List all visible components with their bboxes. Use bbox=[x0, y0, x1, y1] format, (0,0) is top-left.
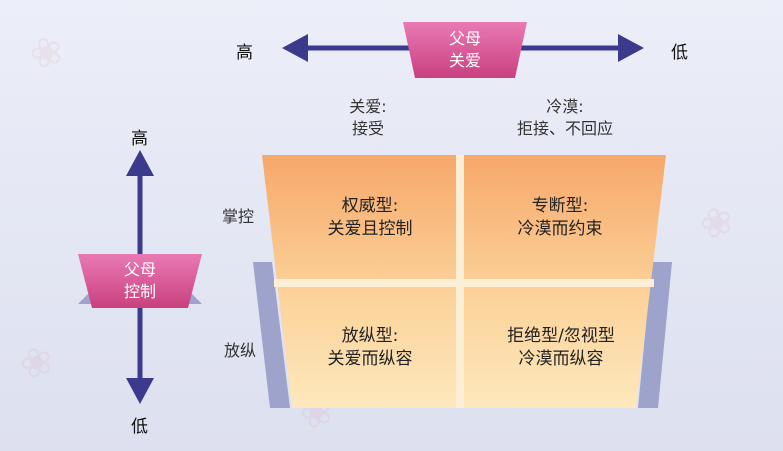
quadrant-permissive: 放纵型: 关爱而纵容 bbox=[290, 310, 450, 386]
care-tag-shape bbox=[403, 22, 527, 78]
control-tag-line2: 控制 bbox=[123, 282, 156, 301]
row-label-indulge: 放纵 bbox=[223, 341, 256, 360]
col-header-care-line1: 关爱: bbox=[349, 97, 387, 116]
control-tag: 父母 控制 bbox=[78, 254, 202, 308]
quadrant-authoritarian-title: 专断型: bbox=[531, 196, 589, 216]
quadrant-neglectful-desc: 冷漠而纵容 bbox=[518, 349, 604, 369]
care-low-label: 低 bbox=[671, 43, 688, 63]
quadrant-authoritarian-desc: 冷漠而约束 bbox=[517, 219, 603, 239]
col-header-care-line2: 接受 bbox=[351, 119, 384, 138]
care-tag-line2: 关爱 bbox=[448, 51, 481, 70]
col-header-cold: 冷漠: 拒接、不回应 bbox=[490, 96, 640, 140]
care-tag-line1: 父母 bbox=[448, 29, 481, 48]
control-tag-shape bbox=[78, 254, 202, 308]
quadrant-permissive-desc: 关爱而纵容 bbox=[327, 349, 413, 369]
care-high-label: 高 bbox=[236, 43, 253, 63]
row-label-control: 掌控 bbox=[221, 207, 254, 226]
control-low-label: 低 bbox=[131, 417, 148, 437]
quadrant-authoritarian: 专断型: 冷漠而约束 bbox=[480, 180, 640, 256]
care-tag: 父母 关爱 bbox=[403, 22, 527, 78]
control-tag-line1: 父母 bbox=[123, 260, 156, 279]
control-high-label: 高 bbox=[131, 129, 148, 149]
quadrant-neglectful: 拒绝型/忽视型 冷漠而纵容 bbox=[476, 310, 646, 386]
quadrant-authoritative-title: 权威型: bbox=[341, 196, 399, 216]
quadrant-authoritative: 权威型: 关爱且控制 bbox=[290, 180, 450, 256]
col-header-care: 关爱: 接受 bbox=[320, 96, 416, 140]
quadrant-authoritative-desc: 关爱且控制 bbox=[327, 219, 413, 239]
quadrant-neglectful-title: 拒绝型/忽视型 bbox=[507, 326, 615, 346]
col-header-cold-line1: 冷漠: bbox=[546, 97, 584, 116]
quadrant-permissive-title: 放纵型: bbox=[341, 326, 399, 346]
col-header-cold-line2: 拒接、不回应 bbox=[516, 119, 613, 138]
